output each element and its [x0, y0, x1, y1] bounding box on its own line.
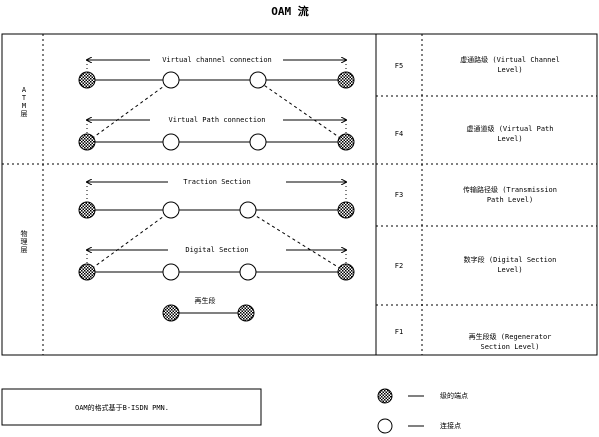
- layer-label-physical: 物 理 层: [21, 229, 28, 254]
- connection-point-icon: [162, 71, 180, 89]
- label-vpc: Virtual Path connection: [169, 116, 266, 124]
- layer-atm-char: A: [22, 86, 27, 94]
- flow-code: F5: [395, 62, 403, 70]
- flow-desc: Level): [497, 66, 522, 74]
- endpoint-icon: [78, 71, 96, 89]
- endpoint-icon: [78, 263, 96, 281]
- label-transmission: Traction Section: [183, 178, 250, 186]
- flow-desc: Path Level): [487, 196, 533, 204]
- flow-code: F1: [395, 328, 403, 336]
- label-regen: 再生段: [195, 296, 216, 305]
- connection-point-icon: [162, 263, 180, 281]
- endpoint-icon: [337, 263, 355, 281]
- endpoint-icon: [337, 71, 355, 89]
- endpoint-icon: [337, 201, 355, 219]
- layer-physical-char: 理: [21, 238, 28, 246]
- connection-lines: [87, 79, 346, 314]
- endpoint-icon: [78, 201, 96, 219]
- flow-desc: 数字段 (Digital Section: [464, 255, 557, 264]
- endpoint-icon: [78, 133, 96, 151]
- diagram-title: OAM 流: [271, 4, 309, 18]
- flow-desc: Section Level): [480, 343, 539, 351]
- mapping-lines: [86, 80, 347, 273]
- connection-point-icon: [239, 201, 257, 219]
- layer-physical-char: 物: [21, 229, 28, 238]
- layer-atm-char: T: [22, 94, 27, 102]
- connection-point-icon: [249, 133, 267, 151]
- flow-code: F3: [395, 191, 403, 199]
- connection-point-icon: [162, 133, 180, 151]
- endpoint-icon: [162, 304, 180, 322]
- legend-connection-label: 连接点: [440, 421, 461, 430]
- flow-desc: 虚通路级 (Virtual Channel: [460, 55, 560, 64]
- flow-code: F4: [395, 130, 403, 138]
- connection-point-icon: [249, 71, 267, 89]
- legend-endpoint-label: 级的端点: [440, 391, 468, 400]
- flow-table: F5 虚通路级 (Virtual Channel Level) F4 虚通道级 …: [395, 55, 560, 351]
- flow-desc: 传输路径级 (Transmission: [463, 185, 557, 194]
- main-frame: [1, 33, 598, 356]
- flow-code: F2: [395, 262, 403, 270]
- label-digital: Digital Section: [185, 246, 248, 254]
- note-box: [1, 388, 262, 426]
- flow-desc: 虚通道级 (Virtual Path: [466, 124, 553, 133]
- endpoint-icon: [237, 304, 255, 322]
- layer-physical-char: 层: [21, 246, 28, 254]
- endpoint-guides: [86, 60, 347, 265]
- connection-point-icon: [162, 201, 180, 219]
- legend-endpoint-icon: [377, 388, 393, 404]
- connection-point-icon: [239, 263, 257, 281]
- connection-arrows: [87, 60, 346, 250]
- layer-label-atm: A T M 层: [21, 86, 28, 118]
- flow-desc: Level): [497, 266, 522, 274]
- flow-desc: 再生段级 (Regenerator: [469, 332, 552, 341]
- layer-atm-char: M: [22, 102, 26, 110]
- legend: 级的端点 连接点: [377, 388, 468, 434]
- legend-connection-icon: [377, 418, 393, 434]
- label-vcc: Virtual channel connection: [162, 56, 272, 64]
- flow-desc: Level): [497, 135, 522, 143]
- endpoint-icon: [337, 133, 355, 151]
- note-text: OAM的格式基于B-ISDN PMN.: [75, 403, 169, 412]
- layer-atm-char: 层: [21, 110, 28, 118]
